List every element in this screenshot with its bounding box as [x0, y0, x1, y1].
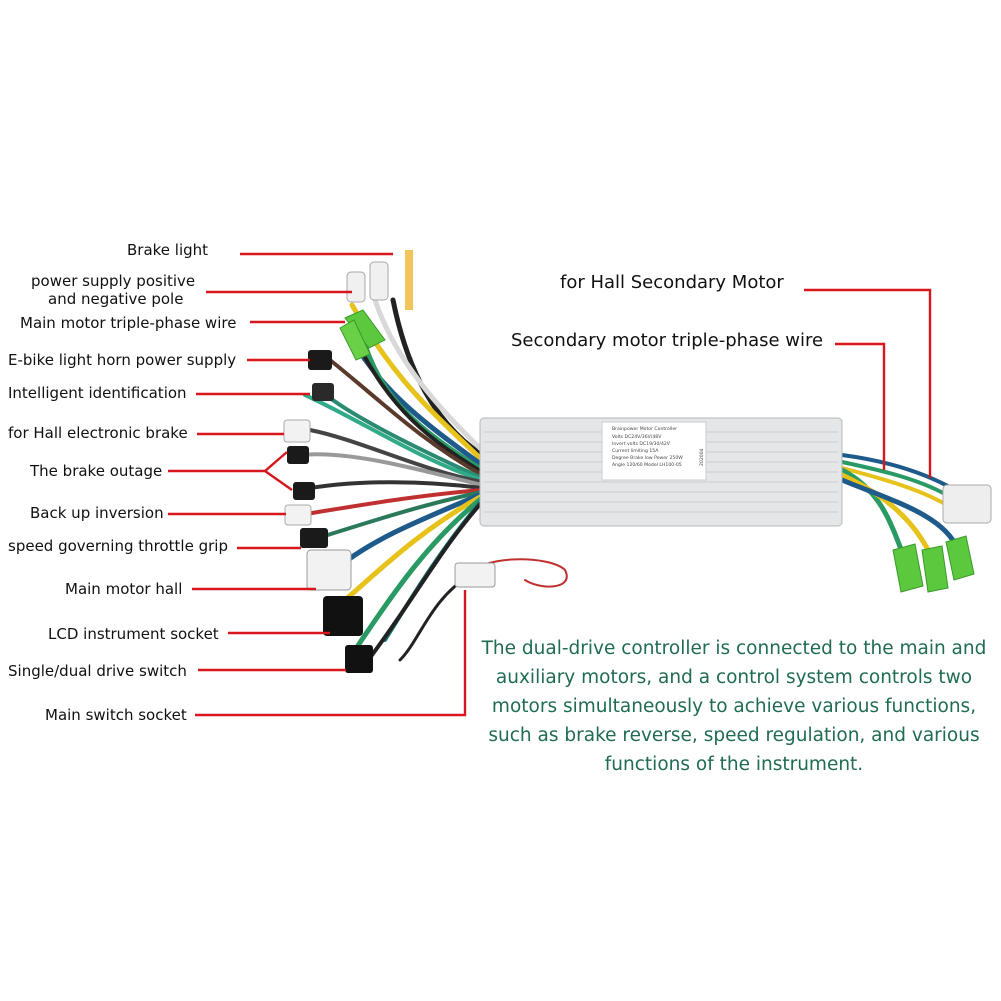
identification-connector	[312, 383, 334, 401]
label-backup-inversion: Back up inversion	[30, 504, 164, 522]
main-hall-connector	[306, 549, 352, 591]
description-line-1: The dual-drive controller is connected t…	[481, 638, 987, 659]
plate-line-4: Degree Brake low Power 250W	[612, 455, 683, 461]
leader-lines	[168, 252, 932, 717]
phase-connector-green-2	[339, 319, 371, 361]
label-brake-outage: The brake outage	[30, 462, 163, 480]
label-ebike-light-horn: E-bike light horn power supply	[8, 351, 237, 369]
right-wire-bundle	[839, 453, 961, 563]
plate-title: Brainpower Motor Controller	[612, 426, 677, 432]
description-line-4: such as brake reverse, speed regulation,…	[488, 725, 980, 746]
controller-body: Brainpower Motor Controller Volts DC24V/…	[479, 417, 843, 527]
controller-spec-plate	[601, 421, 707, 481]
label-main-switch: Main switch socket	[45, 706, 187, 724]
label-main-motor-phase: Main motor triple-phase wire	[20, 314, 237, 332]
plate-line-1: Volts DC24V/36V/48V	[612, 434, 662, 440]
label-hall-brake: for Hall electronic brake	[8, 424, 188, 442]
right-connectors	[892, 484, 992, 593]
plate-code: 202004	[699, 448, 705, 466]
secondary-phase-green-3	[945, 535, 975, 581]
label-power-supply-line2: and negative pole	[48, 290, 184, 308]
description-text: The dual-drive controller is connected t…	[478, 634, 990, 779]
secondary-phase-green-2	[921, 545, 949, 593]
main-switch-connector	[454, 562, 496, 588]
power-plug-white-2	[346, 271, 366, 303]
label-secondary-phase: Secondary motor triple-phase wire	[511, 330, 824, 351]
plate-line-3: Current limiting 15A	[612, 448, 659, 454]
label-brake-light: Brake light	[127, 241, 209, 259]
power-plug-white	[369, 261, 389, 301]
description-line-5: functions of the instrument.	[604, 754, 864, 775]
plate-line-5: Angle 120/60 Model LH100-05	[612, 462, 682, 468]
description-line-2: auxiliary motors, and a control system c…	[495, 667, 973, 688]
brake-light-wire	[405, 250, 413, 310]
label-lcd-socket: LCD instrument socket	[48, 625, 219, 643]
plate-line-2: Invert volts DC19/30/42V	[612, 441, 671, 447]
backup-inversion-connector	[284, 504, 312, 526]
label-throttle: speed governing throttle grip	[8, 537, 228, 555]
drive-switch-connector	[345, 645, 373, 673]
description-line-3: motors simultaneously to achieve various…	[491, 696, 977, 717]
secondary-hall-connector	[942, 484, 992, 524]
brake-outage-connector-1	[287, 446, 309, 464]
throttle-connector	[300, 528, 328, 548]
hall-brake-connector	[283, 419, 311, 443]
light-horn-connector	[308, 350, 332, 370]
lcd-socket-connector	[323, 596, 363, 636]
label-secondary-hall: for Hall Secondary Motor	[560, 272, 784, 293]
label-intelligent-id: Intelligent identification	[8, 384, 187, 402]
label-drive-switch: Single/dual drive switch	[8, 662, 187, 680]
secondary-phase-green-1	[892, 543, 924, 593]
left-wire-bundle	[298, 297, 568, 662]
brake-outage-connector-2	[293, 482, 315, 500]
label-power-supply-line1: power supply positive	[31, 272, 196, 290]
label-main-motor-hall: Main motor hall	[65, 580, 183, 598]
left-connectors	[283, 250, 496, 673]
